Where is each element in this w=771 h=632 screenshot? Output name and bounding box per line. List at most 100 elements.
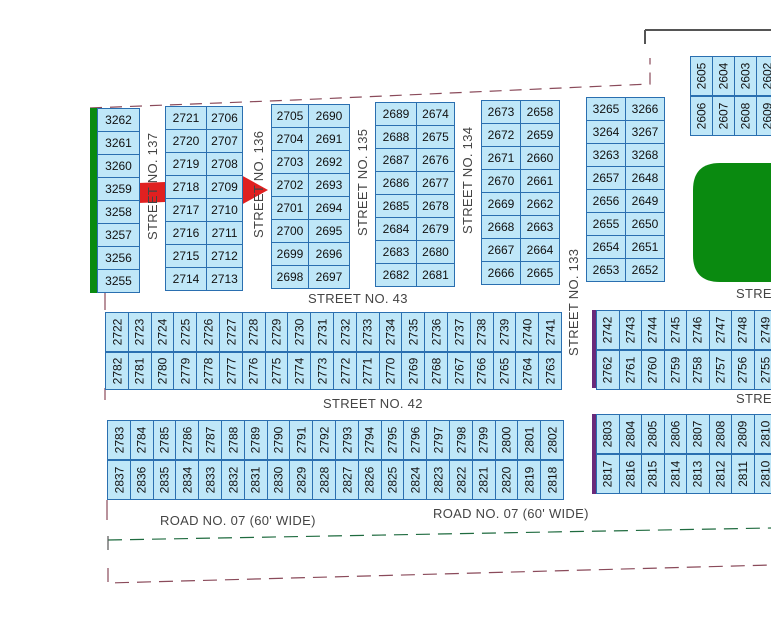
plot-2666[interactable]: 2666 bbox=[481, 261, 521, 285]
plot-2735[interactable]: 2735 bbox=[401, 312, 426, 352]
plot-2662[interactable]: 2662 bbox=[520, 192, 560, 216]
plot-2743[interactable]: 2743 bbox=[618, 310, 642, 350]
plot-2825[interactable]: 2825 bbox=[380, 460, 405, 500]
plot-2801[interactable]: 2801 bbox=[517, 420, 542, 460]
plot-2604[interactable]: 2604 bbox=[712, 56, 735, 96]
plot-2765[interactable]: 2765 bbox=[492, 352, 517, 390]
plot-2686[interactable]: 2686 bbox=[375, 171, 417, 195]
plot-3264[interactable]: 3264 bbox=[586, 120, 626, 144]
plot-2836[interactable]: 2836 bbox=[129, 460, 154, 500]
plot-3256[interactable]: 3256 bbox=[97, 246, 140, 270]
plot-2807[interactable]: 2807 bbox=[686, 414, 710, 454]
plot-2837[interactable]: 2837 bbox=[107, 460, 131, 500]
plot-2711[interactable]: 2711 bbox=[206, 221, 243, 245]
plot-2648[interactable]: 2648 bbox=[625, 166, 665, 190]
plot-2676[interactable]: 2676 bbox=[416, 148, 455, 172]
plot-2681[interactable]: 2681 bbox=[416, 263, 455, 287]
plot-2771[interactable]: 2771 bbox=[355, 352, 380, 390]
plot-2759[interactable]: 2759 bbox=[663, 350, 687, 390]
plot-2831[interactable]: 2831 bbox=[243, 460, 268, 500]
plot-2796[interactable]: 2796 bbox=[403, 420, 428, 460]
plot-2733[interactable]: 2733 bbox=[355, 312, 380, 352]
plot-2699[interactable]: 2699 bbox=[271, 242, 309, 266]
plot-2776[interactable]: 2776 bbox=[241, 352, 266, 390]
plot-2764[interactable]: 2764 bbox=[515, 352, 540, 390]
plot-2656[interactable]: 2656 bbox=[586, 189, 626, 213]
plot-2818[interactable]: 2818 bbox=[540, 460, 564, 500]
plot-2714[interactable]: 2714 bbox=[165, 267, 207, 291]
plot-2709[interactable]: 2709 bbox=[206, 175, 243, 199]
plot-2657[interactable]: 2657 bbox=[586, 166, 626, 190]
plot-2787[interactable]: 2787 bbox=[198, 420, 222, 460]
plot-2671[interactable]: 2671 bbox=[481, 146, 521, 170]
plot-2663[interactable]: 2663 bbox=[520, 215, 560, 239]
plot-2734[interactable]: 2734 bbox=[378, 312, 403, 352]
plot-2799[interactable]: 2799 bbox=[471, 420, 496, 460]
plot-2649[interactable]: 2649 bbox=[625, 189, 665, 213]
plot-2829[interactable]: 2829 bbox=[289, 460, 314, 500]
plot-2725[interactable]: 2725 bbox=[173, 312, 198, 352]
plot-2720[interactable]: 2720 bbox=[165, 129, 207, 153]
plot-2811[interactable]: 2811 bbox=[731, 454, 755, 494]
plot-2769[interactable]: 2769 bbox=[401, 352, 426, 390]
plot-2774[interactable]: 2774 bbox=[287, 352, 312, 390]
plot-2715[interactable]: 2715 bbox=[165, 244, 207, 268]
plot-2808[interactable]: 2808 bbox=[708, 414, 732, 454]
plot-3265[interactable]: 3265 bbox=[586, 97, 626, 121]
plot-2716[interactable]: 2716 bbox=[165, 221, 207, 245]
plot-2747[interactable]: 2747 bbox=[708, 310, 732, 350]
plot-2779[interactable]: 2779 bbox=[173, 352, 198, 390]
plot-2827[interactable]: 2827 bbox=[335, 460, 359, 500]
plot-2684[interactable]: 2684 bbox=[375, 217, 417, 241]
plot-2813[interactable]: 2813 bbox=[686, 454, 710, 494]
plot-2793[interactable]: 2793 bbox=[335, 420, 359, 460]
plot-2790[interactable]: 2790 bbox=[266, 420, 291, 460]
plot-2792[interactable]: 2792 bbox=[312, 420, 336, 460]
plot-2655[interactable]: 2655 bbox=[586, 212, 626, 236]
plot-2778[interactable]: 2778 bbox=[196, 352, 220, 390]
plot-2828[interactable]: 2828 bbox=[312, 460, 336, 500]
plot-2739[interactable]: 2739 bbox=[492, 312, 517, 352]
plot-3266[interactable]: 3266 bbox=[625, 97, 665, 121]
plot-2692[interactable]: 2692 bbox=[308, 150, 350, 174]
plot-2810[interactable]: 2810 bbox=[753, 414, 771, 454]
plot-2822[interactable]: 2822 bbox=[449, 460, 473, 500]
plot-2708[interactable]: 2708 bbox=[206, 152, 243, 176]
plot-3262[interactable]: 3262 bbox=[97, 108, 140, 132]
plot-3268[interactable]: 3268 bbox=[625, 143, 665, 167]
plot-2694[interactable]: 2694 bbox=[308, 196, 350, 220]
plot-2726[interactable]: 2726 bbox=[196, 312, 220, 352]
plot-2700[interactable]: 2700 bbox=[271, 219, 309, 243]
plot-2691[interactable]: 2691 bbox=[308, 127, 350, 151]
plot-2781[interactable]: 2781 bbox=[127, 352, 152, 390]
plot-2820[interactable]: 2820 bbox=[494, 460, 519, 500]
plot-2791[interactable]: 2791 bbox=[289, 420, 314, 460]
plot-2732[interactable]: 2732 bbox=[333, 312, 357, 352]
plot-2730[interactable]: 2730 bbox=[287, 312, 312, 352]
plot-2749[interactable]: 2749 bbox=[753, 310, 771, 350]
plot-2690[interactable]: 2690 bbox=[308, 104, 350, 128]
plot-2717[interactable]: 2717 bbox=[165, 198, 207, 222]
plot-2748[interactable]: 2748 bbox=[731, 310, 755, 350]
plot-2795[interactable]: 2795 bbox=[380, 420, 405, 460]
plot-2821[interactable]: 2821 bbox=[471, 460, 496, 500]
plot-2719[interactable]: 2719 bbox=[165, 152, 207, 176]
plot-2677[interactable]: 2677 bbox=[416, 171, 455, 195]
plot-2775[interactable]: 2775 bbox=[264, 352, 289, 390]
plot-2767[interactable]: 2767 bbox=[447, 352, 471, 390]
plot-2721[interactable]: 2721 bbox=[165, 106, 207, 130]
plot-2609[interactable]: 2609 bbox=[756, 96, 771, 136]
plot-2602[interactable]: 2602 bbox=[756, 56, 771, 96]
plot-2668[interactable]: 2668 bbox=[481, 215, 521, 239]
plot-2673[interactable]: 2673 bbox=[481, 100, 521, 124]
plot-2693[interactable]: 2693 bbox=[308, 173, 350, 197]
plot-2658[interactable]: 2658 bbox=[520, 100, 560, 124]
plot-2687[interactable]: 2687 bbox=[375, 148, 417, 172]
plot-2810[interactable]: 2810 bbox=[753, 454, 771, 494]
plot-2688[interactable]: 2688 bbox=[375, 125, 417, 149]
plot-2664[interactable]: 2664 bbox=[520, 238, 560, 262]
plot-2766[interactable]: 2766 bbox=[469, 352, 494, 390]
plot-2819[interactable]: 2819 bbox=[517, 460, 542, 500]
plot-2718[interactable]: 2718 bbox=[165, 175, 207, 199]
plot-2832[interactable]: 2832 bbox=[221, 460, 245, 500]
